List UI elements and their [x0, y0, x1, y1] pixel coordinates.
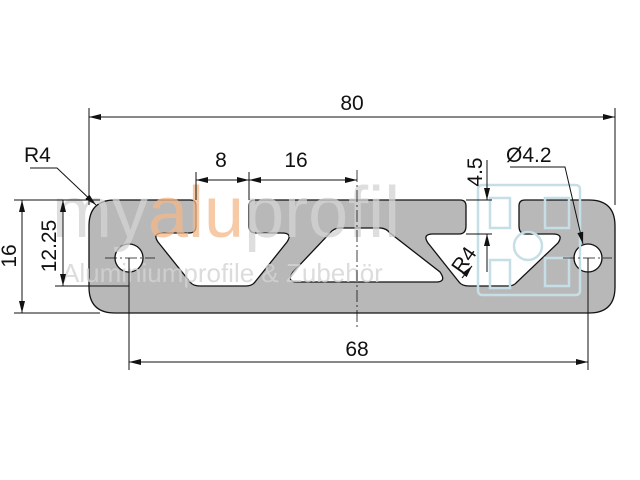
center-cavity	[289, 227, 444, 283]
watermark-tagline: Aluminiumprofile & Zubehör	[62, 258, 383, 288]
watermark-brand: myaluprofil	[52, 173, 400, 253]
extension-lines	[14, 108, 616, 370]
dim-label-8: 8	[215, 149, 227, 172]
dim-label-16-horizontal: 16	[284, 149, 307, 172]
dim-label-80: 80	[340, 92, 363, 115]
dim-label-4-5: 4.5	[464, 157, 487, 186]
leader-r4-corner	[30, 167, 97, 206]
leader-hole-diameter	[510, 166, 584, 245]
label-r4-corner: R4	[24, 144, 51, 167]
label-r4-inner: R4	[447, 242, 481, 277]
leader-r4-inner	[461, 265, 473, 279]
label-hole-diameter: Ø4.2	[506, 144, 552, 167]
dim-label-68: 68	[345, 338, 368, 361]
dim-label-12-25: 12.25	[38, 220, 61, 273]
dim-label-16-vertical: 16	[0, 244, 21, 267]
